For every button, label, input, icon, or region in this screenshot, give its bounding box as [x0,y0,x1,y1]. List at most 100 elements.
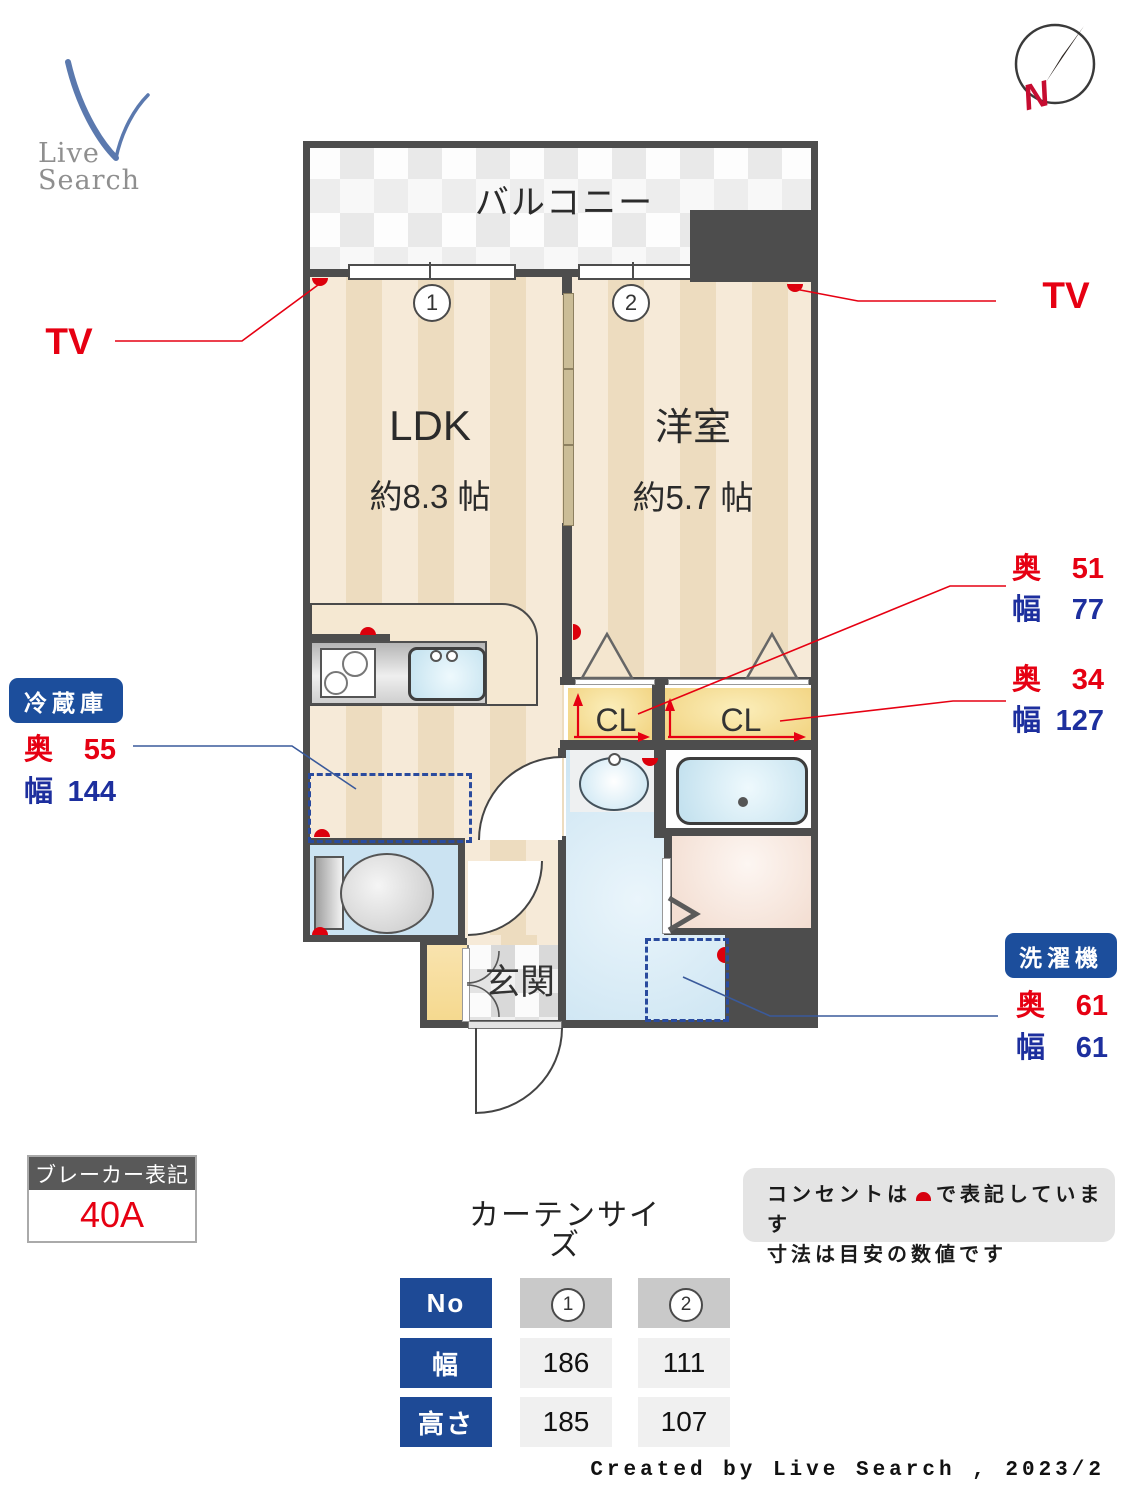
washer-width-row: 幅 61 [1016,1034,1108,1063]
closet1-width-label: 幅 [1012,594,1042,626]
wall-room-divider-top [562,269,572,295]
footer-credit: Created by Live Search , 2023/2 [590,1459,1105,1482]
washer-space [645,938,729,1022]
logo-wordmark: Live Search [38,138,140,196]
curtain-col1-width: 186 [520,1338,612,1388]
fridge-width-label: 幅 [24,776,54,808]
compass-icon: N [1014,23,1096,118]
western-room-size-label: 約5.7 帖 [632,478,754,516]
window-2-tick [632,262,634,278]
closet1-width-row: 幅 77 [1012,596,1104,625]
tv-left-leader-line [115,284,319,342]
window-1 [348,264,516,280]
curtain-col2-height: 107 [638,1397,730,1447]
curtain-header-height: 高さ [400,1397,492,1447]
tv-right-label: TV [1042,274,1090,316]
vanity-sink [579,757,649,811]
stove-burner-2 [324,671,348,695]
washer-width-label: 幅 [1016,1032,1046,1064]
closet2-width-label: 幅 [1012,705,1042,737]
curtain-col2-width: 111 [638,1338,730,1388]
closet2-label: CL [720,702,762,738]
wall-outer-left [303,141,310,942]
note-line-2: 寸法は目安の数値です [767,1244,1007,1266]
shoe-cabinet-door-leaf [462,948,470,1022]
closet1-width-value: 77 [1071,594,1104,626]
wall-closet-mid [652,685,665,742]
ldk-label: LDK [389,402,471,449]
note-line-1-suffix: で表記しています [767,1184,1104,1236]
wall-vanity-bath [654,748,666,838]
balcony-dark-block [690,210,811,282]
bathroom-door-leaf [662,858,671,934]
closet1-depth-label: 奥 [1012,553,1042,585]
closet2-door-track [668,679,809,685]
wall-entrance-top [420,938,467,945]
entrance-door-swing [475,1028,563,1114]
note-line-1-prefix: コンセントは [767,1184,911,1206]
wall-toilet-right [458,838,465,942]
closet2-depth-label: 奥 [1012,664,1042,696]
wall-closet-bottom [560,740,811,750]
fridge-width-row: 幅 144 [24,778,116,807]
breaker-title: ブレーカー表記 [29,1157,195,1190]
washer-depth-value: 61 [1075,990,1108,1022]
fridge-depth-label: 奥 [24,734,54,766]
closet1-depth-value: 51 [1071,553,1104,585]
fridge-depth-value: 55 [83,734,116,766]
vanity-faucet-icon [608,753,621,766]
closet1-label: CL [595,702,637,738]
kitchen-faucet-icon [430,650,442,662]
washer-badge: 洗濯機 [1005,933,1117,978]
window-2-marker: 2 [612,284,650,322]
fridge-depth-row: 奥 55 [24,736,116,765]
stove-burner-1 [342,651,368,677]
washer-depth-label: 奥 [1016,990,1046,1022]
note-line-1: コンセントはで表記しています [767,1180,1115,1240]
closet2-width-row: 幅 127 [1012,707,1104,736]
bathtub-drain-icon [738,797,748,807]
wall-balcony-bottom [303,269,818,277]
tv-right-leader-line [794,288,996,302]
wall-kitchen-stub [310,634,390,641]
window-2 [578,264,692,280]
closet2-depth-value: 34 [1071,664,1104,696]
fridge-badge: 冷蔵庫 [9,678,123,723]
washer-depth-row: 奥 61 [1016,992,1108,1021]
pipe-space-block [725,928,811,1028]
wall-toilet-bottom [303,935,465,942]
fridge-width-value: 144 [67,776,116,808]
wall-outer-top [303,141,818,148]
window-1-tick [429,262,431,278]
outlet-legend-icon [916,1192,931,1201]
wall-hall-left-upper [558,748,566,758]
curtain-table-title: カーテンサイズ [469,1199,661,1262]
notes-box: コンセントはで表記しています 寸法は目安の数値です [743,1168,1115,1266]
closet2-depth-row: 奥 34 [1012,666,1104,695]
curtain-header-width: 幅 [400,1338,492,1388]
sliding-door [563,293,574,526]
wall-outer-bottom [420,1020,725,1028]
toilet-tank [314,856,344,930]
bathtub [676,757,808,825]
bathroom-floor [670,836,811,930]
breaker-value: 40A [79,1193,145,1235]
western-room-label: 洋室 [654,407,731,449]
entrance-label: 玄関 [484,962,555,1002]
curtain-col1-height: 185 [520,1397,612,1447]
toilet-bowl [340,853,434,934]
wall-outer-right [811,141,818,1028]
refrigerator-space [308,773,472,843]
curtain-header-no: No [400,1278,492,1328]
closet1-depth-row: 奥 51 [1012,555,1104,584]
tv-left-label: TV [45,320,93,362]
closet2-width-value: 127 [1055,705,1104,737]
wall-hall-left-lower [558,836,566,1022]
ldk-size-label: 約8.3 帖 [369,477,491,515]
wall-bath-bottom [664,928,725,935]
breaker-box: ブレーカー表記 40A [27,1155,197,1243]
window-1-marker: 1 [413,284,451,322]
kitchen-faucet-icon-2 [446,650,458,662]
curtain-col1-marker: 1 [551,1288,585,1322]
